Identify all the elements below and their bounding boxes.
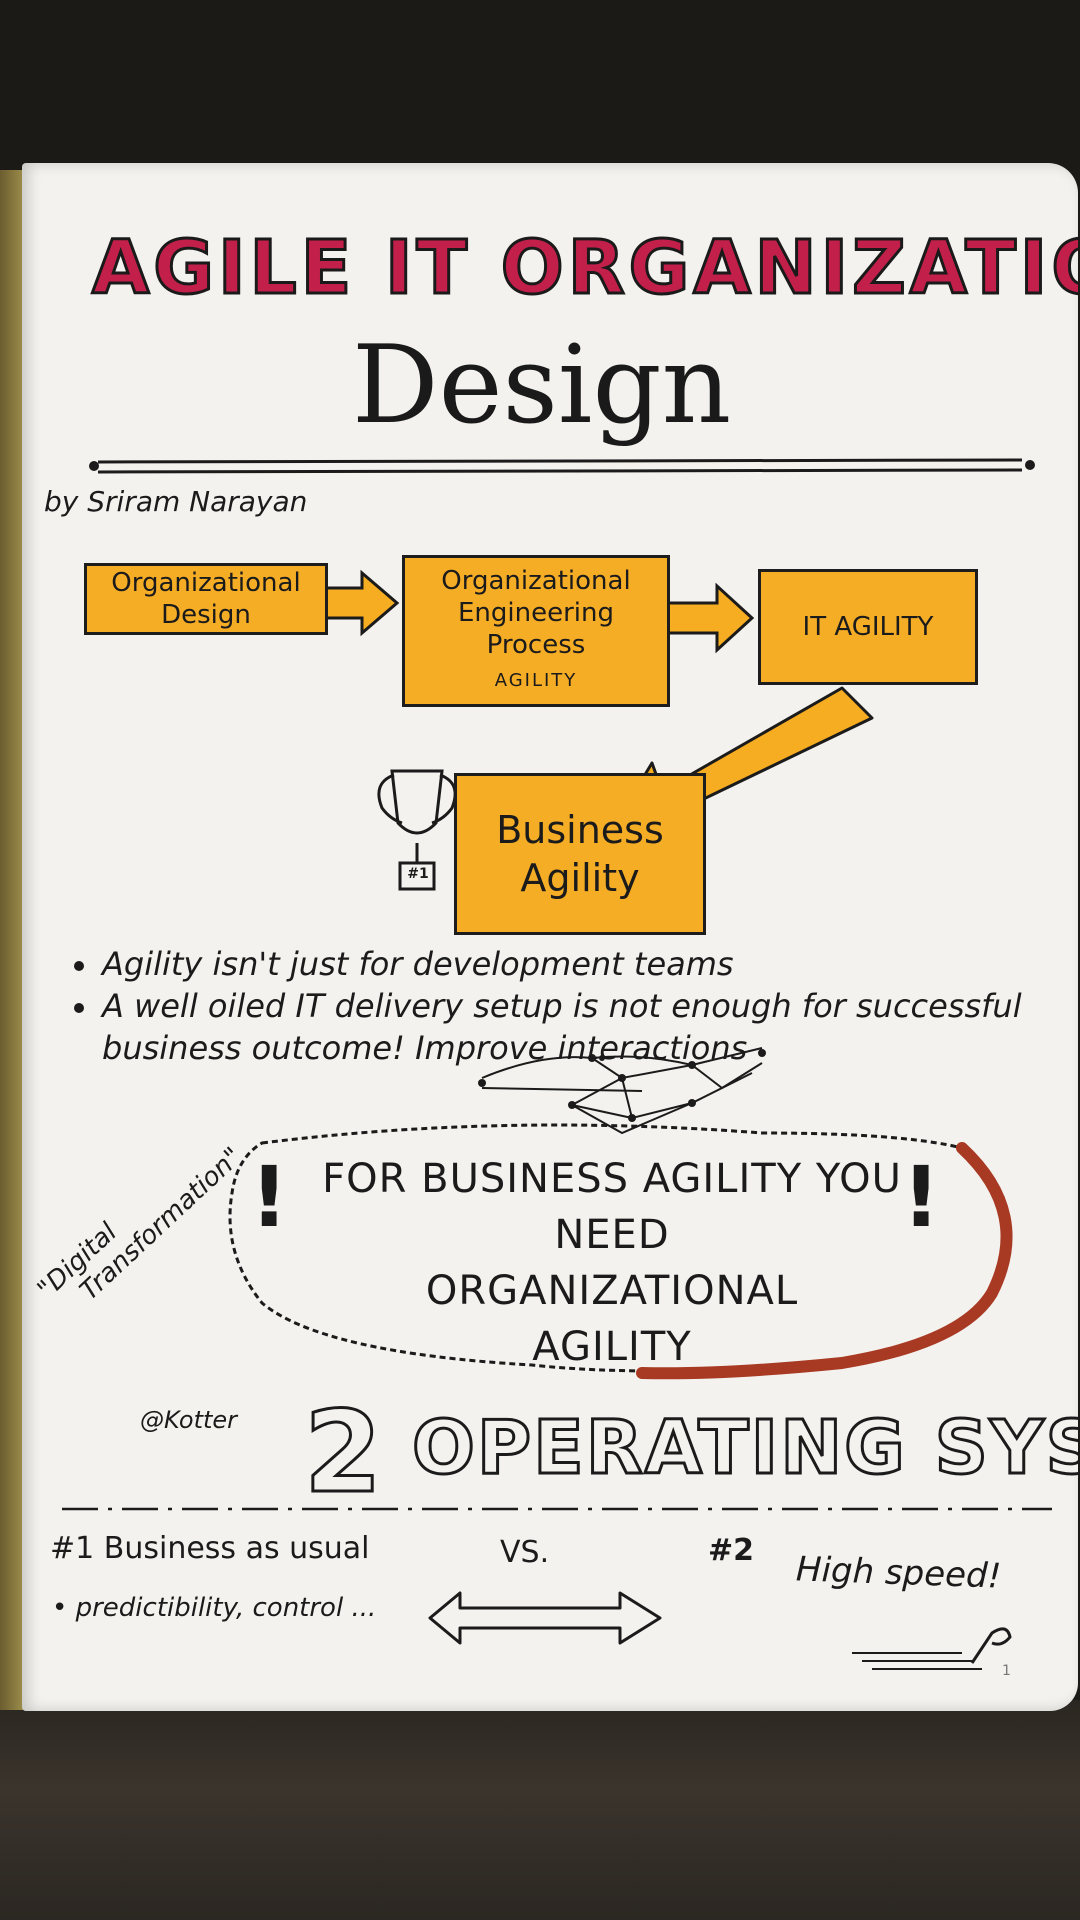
comparison-right-num: #2 (708, 1533, 755, 1568)
box-business-agility: Business Agility (454, 773, 706, 935)
cloud-line-3: AGILITY (532, 1324, 692, 1370)
comparison-vs: VS. (500, 1535, 550, 1570)
exclamation-right: ! (902, 1148, 940, 1246)
comparison-left-title: #1 Business as usual (50, 1531, 370, 1566)
network-sketch (478, 1047, 766, 1135)
trophy-label: #1 (407, 866, 429, 882)
cloud-message: FOR BUSINESS AGILITY YOU NEED ORGANIZATI… (292, 1151, 932, 1375)
exclamation-right-glyph: ! (902, 1148, 941, 1246)
box-business-agility-line1: Business (496, 808, 664, 852)
bullet-item: Agility isn't just for development teams (72, 943, 1032, 985)
title-line-2: Design (352, 323, 732, 448)
box-engineering-process-sub: AGILITY (494, 670, 578, 691)
comparison-right-title: High speed! (795, 1549, 1002, 1597)
cloud-line-1: FOR BUSINESS AGILITY YOU NEED (322, 1156, 902, 1258)
operating-heading: OPERATING SYS. (411, 1404, 1078, 1493)
attribution: @Kotter (140, 1406, 238, 1434)
box-it-agility: IT AGILITY (758, 569, 978, 685)
bullet-item-continuation: business outcome! Improve interactions (102, 1029, 748, 1067)
cloud-line-2: ORGANIZATIONAL (425, 1268, 799, 1314)
page-number: 1 (1002, 1663, 1011, 1679)
exclamation-left-glyph: ! (250, 1148, 289, 1246)
speed-lines-icon (852, 1627, 1012, 1670)
bullet-item: A well oiled IT delivery setup is not en… (72, 985, 1032, 1027)
cloud-shape (228, 1123, 1013, 1380)
box-organizational-design: Organizational Design (84, 563, 328, 635)
box-it-agility-label: IT AGILITY (802, 612, 934, 642)
table-surface (0, 1700, 1080, 1920)
box-engineering-process-label: Organizational Engineering Process (441, 566, 631, 660)
byline: by Sriram Narayan (44, 485, 308, 518)
trophy-icon (377, 769, 457, 891)
comparison-left-point: • predictibility, control ... (52, 1593, 377, 1623)
exclamation-left: ! (250, 1148, 288, 1246)
double-arrow-icon (428, 1591, 662, 1645)
box-business-agility-line2: Agility (520, 856, 640, 900)
operating-number: 2 (303, 1387, 384, 1520)
title-underline (89, 458, 1035, 474)
box-engineering-process: Organizational Engineering Process AGILI… (402, 555, 670, 707)
title-line-1: AGILE IT ORGANIZATION (91, 224, 1079, 313)
bullet-list: Agility isn't just for development teams… (72, 943, 1032, 1069)
box-organizational-design-label: Organizational Design (111, 568, 301, 630)
sketchnote-page: AGILE IT ORGANIZATION Design by Sriram N… (22, 163, 1078, 1711)
dotted-divider (62, 1507, 1052, 1511)
side-note-line-1: "Digital (32, 1217, 123, 1305)
